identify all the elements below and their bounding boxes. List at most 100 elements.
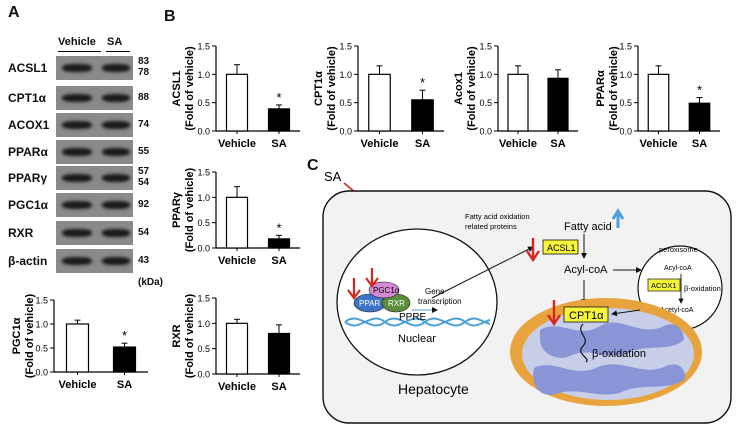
x-tick-label: SA <box>117 379 132 391</box>
band-vehicle <box>62 229 92 237</box>
y-tick-label: 1.0 <box>35 320 48 330</box>
y-axis-label-protein: PPARγ <box>171 191 183 228</box>
kda-marker: 43 <box>138 255 150 266</box>
y-axis-label-unit: (Fold of vehicle) <box>326 46 338 131</box>
x-tick-label: Vehicle <box>499 138 537 150</box>
kda-marker: 54 <box>138 227 150 238</box>
blot-strip <box>56 86 133 110</box>
x-tick-label: SA <box>271 255 286 267</box>
x-tick-label: SA <box>271 138 286 150</box>
y-tick-label: 0.5 <box>197 218 210 228</box>
kda-unit-label: (kDa) <box>138 277 164 288</box>
down-arrow-cpt1a-icon <box>547 300 561 327</box>
blot-protein-label: PGC1α <box>8 198 49 212</box>
blot-protein-label: CPT1α <box>8 91 47 105</box>
nucleus <box>336 228 498 376</box>
band-sa <box>102 257 130 265</box>
y-tick-label: 1.5 <box>197 168 210 178</box>
fatty-acid-up-arrow-icon <box>611 208 625 228</box>
band-vehicle <box>62 201 92 209</box>
y-tick-label: 0.0 <box>339 127 352 137</box>
band-sa <box>102 174 130 182</box>
y-tick-label: 0.0 <box>197 244 210 254</box>
acox1-box <box>647 278 681 292</box>
lane-underline-vehicle <box>58 51 101 52</box>
band-sa <box>102 148 130 156</box>
y-tick-label: 1.0 <box>197 319 210 329</box>
fatty-acid-label: Fatty acid <box>564 221 612 233</box>
perox-acyl-coa-label: Acyl-coA <box>664 265 692 272</box>
acsl1-label: ACSL1 <box>547 243 576 253</box>
significance-star: * <box>276 220 281 235</box>
y-tick-label: 1.5 <box>197 42 210 52</box>
significance-star: * <box>697 83 702 98</box>
y-axis-label-unit: (Fold of vehicle) <box>608 46 620 131</box>
kda-marker: 54 <box>138 177 150 188</box>
down-arrow-pgc1a-icon <box>365 268 379 288</box>
pgc1a-label: PGC1α <box>373 286 400 295</box>
y-tick-label: 0.5 <box>619 98 632 108</box>
y-axis-label-protein: PGC1α <box>11 317 23 354</box>
acox1-label: ACOX1 <box>651 281 676 290</box>
x-tick-label: Vehicle <box>218 255 256 267</box>
y-axis-label-protein: Acox1 <box>453 72 465 105</box>
y-tick-label: 0.5 <box>35 344 48 354</box>
x-tick-label: SA <box>415 138 430 150</box>
y-tick-label: 1.0 <box>197 70 210 80</box>
fao-proteins-label-2: related proteins <box>465 222 517 231</box>
blot-strip <box>56 140 133 164</box>
y-axis-label-protein: PPARα <box>595 70 607 107</box>
y-tick-label: 0.0 <box>35 368 48 378</box>
y-tick-label: 0.0 <box>479 127 492 137</box>
y-axis-label-unit: (Fold of vehicle) <box>184 46 196 131</box>
band-vehicle <box>62 121 92 129</box>
down-arrow-ppar-icon <box>347 278 361 300</box>
kda-marker: 88 <box>138 92 150 103</box>
blot-strip <box>56 113 133 137</box>
kda-marker: 57 <box>138 166 150 177</box>
band-vehicle <box>62 148 92 156</box>
ppre-label: PPRE <box>399 312 427 323</box>
mito-squiggle-arrow <box>580 323 588 363</box>
y-tick-label: 0.5 <box>197 344 210 354</box>
acetyl-to-cpt1a-arrow <box>611 309 641 317</box>
y-tick-label: 0.5 <box>339 98 352 108</box>
kda-marker: 55 <box>138 146 150 157</box>
lane-label-sa: SA <box>107 36 123 48</box>
cpt1a-box <box>563 306 609 323</box>
kda-marker: 74 <box>138 119 150 130</box>
significance-star: * <box>276 90 281 105</box>
down-arrow-acsl1-icon <box>526 238 540 263</box>
significance-star: * <box>420 75 425 90</box>
blot-protein-label: PPARγ <box>8 171 48 185</box>
y-axis-label-unit: (Fold of vehicle) <box>184 293 196 378</box>
panel-label-c: C <box>307 157 319 174</box>
y-tick-label: 1.5 <box>479 42 492 52</box>
panel-label-b: B <box>164 8 176 25</box>
acyl-coa-label: Acyl-coA <box>564 264 608 276</box>
y-tick-label: 0.0 <box>197 370 210 380</box>
band-sa <box>102 64 130 72</box>
nuclear-label: Nuclear <box>398 333 436 345</box>
y-tick-label: 1.5 <box>35 296 48 306</box>
y-axis-label-protein: RXR <box>171 324 183 347</box>
lane-underline-sa <box>106 51 130 52</box>
band-vehicle <box>62 257 92 265</box>
y-tick-label: 1.0 <box>619 70 632 80</box>
ppar-label: PPAR <box>359 299 380 308</box>
acetyl-coa-label: Acetyl-coA <box>660 307 694 314</box>
cpt1a-label: CPT1α <box>569 310 604 322</box>
gene-transcription-label-1: Gene <box>425 287 445 296</box>
y-tick-label: 0.0 <box>619 127 632 137</box>
lane-label-vehicle: Vehicle <box>58 36 96 48</box>
blot-protein-label: RXR <box>8 226 34 240</box>
x-tick-label: Vehicle <box>59 379 97 391</box>
dna-strand-2 <box>344 317 491 327</box>
y-axis-label-unit: (Fold of vehicle) <box>24 293 36 378</box>
gene-transcription-label-2: transcription <box>418 297 462 306</box>
peroxisome-label: peroxisome <box>659 245 698 254</box>
rxr-label: RXR <box>388 299 405 308</box>
x-tick-label: SA <box>692 138 707 150</box>
x-tick-label: Vehicle <box>640 138 678 150</box>
